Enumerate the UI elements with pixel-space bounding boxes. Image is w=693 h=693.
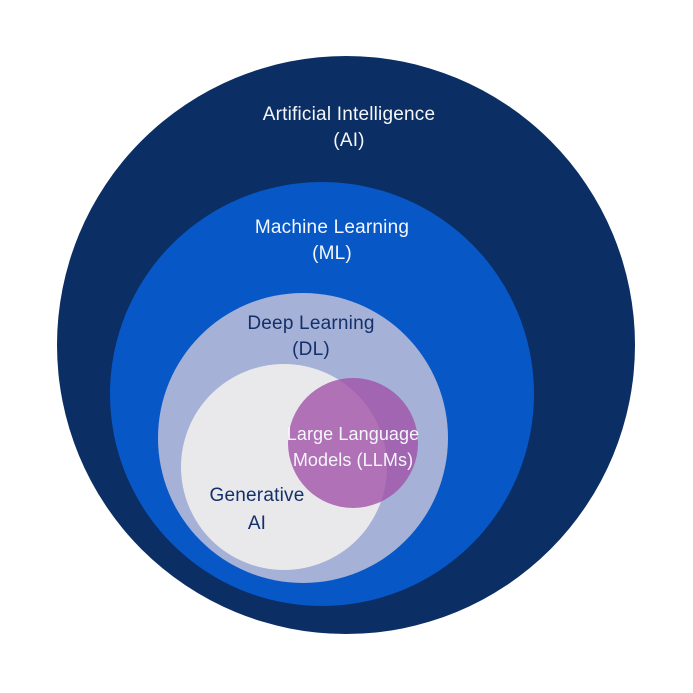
label-ml-line1: Machine Learning [255, 217, 409, 238]
label-llm-line1: Large Language [287, 424, 420, 444]
label-genai-line2: AI [248, 513, 266, 534]
label-ml-line2: (ML) [312, 243, 352, 264]
label-genai-line1: Generative [210, 485, 305, 506]
label-dl-line1: Deep Learning [247, 313, 374, 334]
circle-llm [288, 378, 418, 508]
label-llm-line2: Models (LLMs) [293, 450, 413, 470]
label-ai-line1: Artificial Intelligence [263, 104, 436, 125]
label-ai-line2: (AI) [333, 130, 364, 151]
label-dl-line2: (DL) [292, 339, 330, 360]
